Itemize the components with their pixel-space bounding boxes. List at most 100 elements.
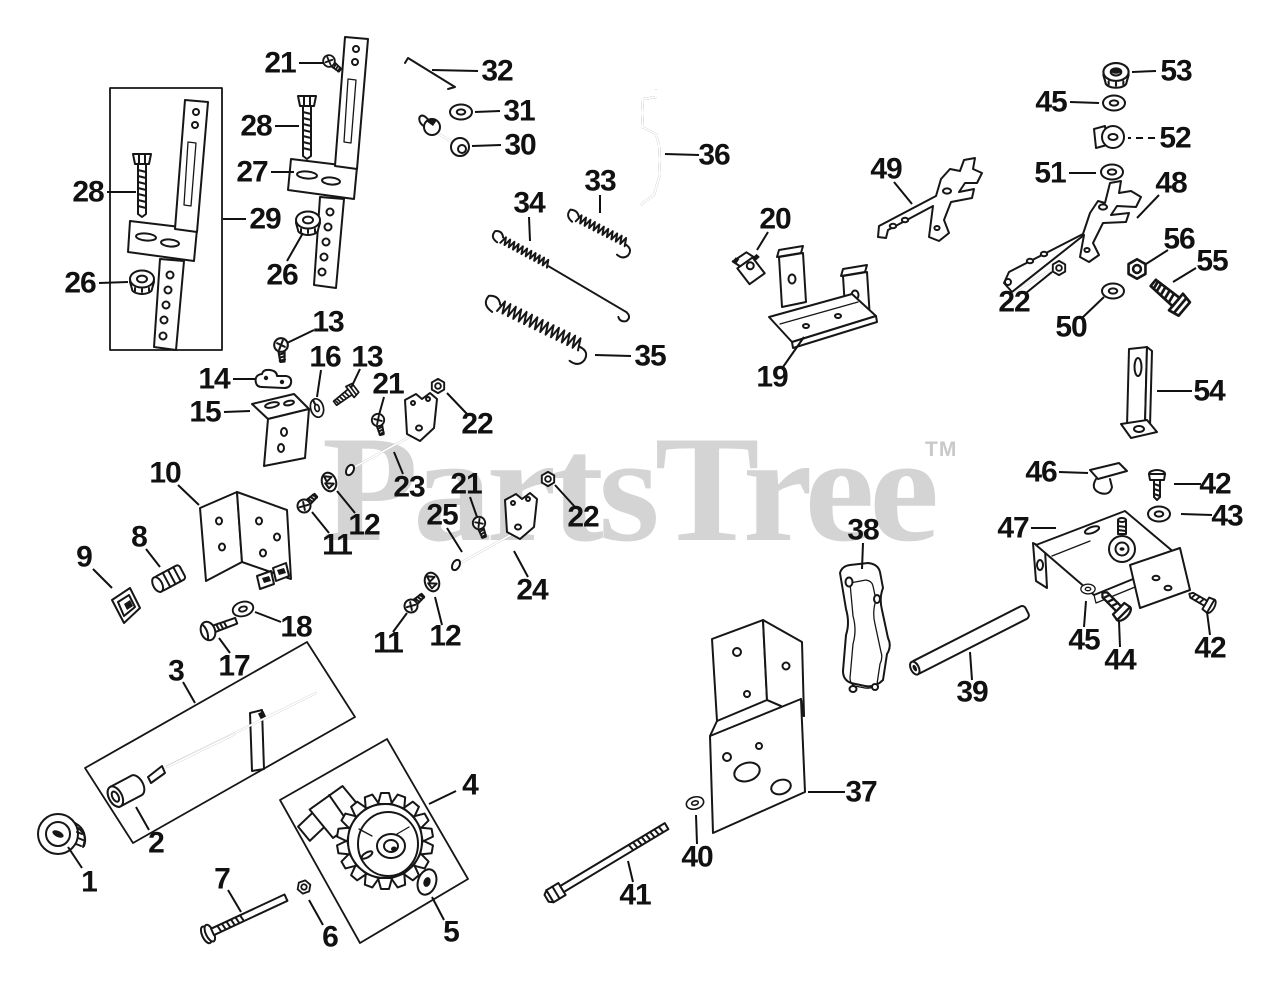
part-bushing-2 (106, 774, 146, 808)
callout-leader-26 (286, 232, 304, 262)
callout-label-45: 45 (1068, 624, 1100, 657)
callout-label-16: 16 (309, 341, 341, 374)
part-clip-14 (254, 368, 293, 389)
part-lever-48 (1003, 180, 1142, 294)
part-bolt-41 (543, 822, 670, 904)
part-spring-34 (491, 230, 631, 323)
callout-label-28: 28 (72, 176, 104, 209)
part-washer-5 (416, 868, 438, 896)
callout-leader-23 (393, 451, 404, 475)
part-lever-52 (1093, 125, 1125, 149)
callout-label-48: 48 (1155, 167, 1187, 200)
part-capnut-53 (1102, 61, 1130, 89)
callout-leader-44 (1118, 620, 1121, 648)
part-bracket-29 (127, 99, 209, 351)
callout-label-53: 53 (1160, 55, 1192, 88)
callout-label-33: 33 (584, 165, 616, 198)
parts-line-art (37, 36, 1219, 945)
part-spring-33 (567, 208, 631, 259)
part-screw-13-a (272, 336, 291, 364)
callout-leader-24 (513, 550, 529, 578)
part-bracket-27 (287, 36, 369, 289)
callout-leader-56 (1145, 249, 1169, 265)
callout-leader-42 (1206, 611, 1211, 636)
callout-label-31: 31 (503, 95, 535, 128)
callout-label-45: 45 (1035, 86, 1067, 119)
part-rod-36 (640, 89, 661, 206)
part-nut-22-c (540, 470, 556, 488)
part-group-box-29 (109, 87, 223, 351)
part-bolt-7 (199, 893, 289, 945)
part-plug-1 (37, 813, 87, 855)
callout-label-54: 54 (1193, 375, 1226, 408)
callout-leader-16 (316, 369, 322, 398)
callout-leader-22 (1025, 271, 1053, 294)
callout-label-36: 36 (698, 139, 730, 172)
callout-label-2: 2 (148, 827, 164, 860)
part-bracket-10 (199, 491, 292, 590)
callout-label-14: 14 (198, 363, 231, 396)
callout-label-24: 24 (516, 574, 549, 607)
part-plate-47 (1032, 510, 1191, 609)
callout-label-52: 52 (1159, 122, 1191, 155)
part-washer-51 (1100, 163, 1124, 181)
callout-label-22: 22 (461, 408, 493, 441)
callout-leader-45 (1083, 600, 1087, 628)
callout-leader-20 (756, 231, 769, 251)
part-washer-43 (1147, 505, 1171, 523)
callout-label-21: 21 (372, 368, 404, 401)
callout-label-42: 42 (1194, 632, 1226, 665)
callout-leader-38 (861, 542, 864, 570)
part-bolt-28-right (297, 95, 317, 160)
callout-label-12: 12 (429, 620, 461, 653)
callout-label-23: 23 (393, 471, 425, 504)
callout-label-35: 35 (634, 340, 666, 373)
part-gear-4 (297, 785, 435, 890)
callout-leader-25 (446, 527, 463, 553)
callout-leader-22 (446, 392, 468, 415)
callout-label-51: 51 (1034, 157, 1066, 190)
callout-label-6: 6 (322, 921, 338, 954)
part-wedge-9 (111, 587, 141, 624)
part-plate-38 (839, 562, 891, 693)
callout-leader-30 (471, 144, 502, 147)
part-bolt-55 (1144, 273, 1193, 319)
callout-label-20: 20 (759, 203, 791, 236)
callout-leader-45 (1069, 101, 1100, 104)
callout-label-42: 42 (1199, 468, 1231, 501)
part-capnut-26-right (295, 210, 321, 236)
part-rod-32 (404, 57, 456, 90)
callout-leader-11 (392, 612, 408, 633)
part-capnut-26-left (129, 269, 155, 295)
part-nut-56 (1127, 257, 1147, 281)
callout-label-1: 1 (81, 866, 97, 899)
callout-leader-21 (469, 496, 478, 518)
callout-leader-11 (311, 511, 330, 534)
callout-label-30: 30 (504, 129, 536, 162)
callout-label-13: 13 (351, 341, 383, 374)
callout-label-22: 22 (998, 286, 1030, 319)
callout-label-12: 12 (348, 509, 380, 542)
part-bolt-28-left (132, 153, 152, 218)
part-lever-49 (877, 157, 983, 242)
part-screw-17 (199, 616, 239, 642)
callout-label-17: 17 (218, 650, 250, 683)
callout-label-9: 9 (76, 541, 92, 574)
callout-leader-49 (893, 181, 913, 205)
callout-label-18: 18 (280, 611, 312, 644)
part-spring-35 (484, 294, 588, 365)
callout-label-56: 56 (1163, 223, 1195, 256)
callout-label-11: 11 (322, 529, 352, 562)
part-nut-6 (296, 878, 312, 896)
callout-label-5: 5 (443, 916, 459, 949)
part-bracket-37 (709, 619, 806, 834)
callout-leader-39 (969, 651, 973, 681)
callout-leader-3 (182, 681, 196, 704)
part-bumper-8 (151, 564, 187, 593)
callout-label-7: 7 (214, 863, 230, 896)
callout-leader-41 (627, 860, 634, 883)
callout-leader-7 (227, 889, 242, 913)
